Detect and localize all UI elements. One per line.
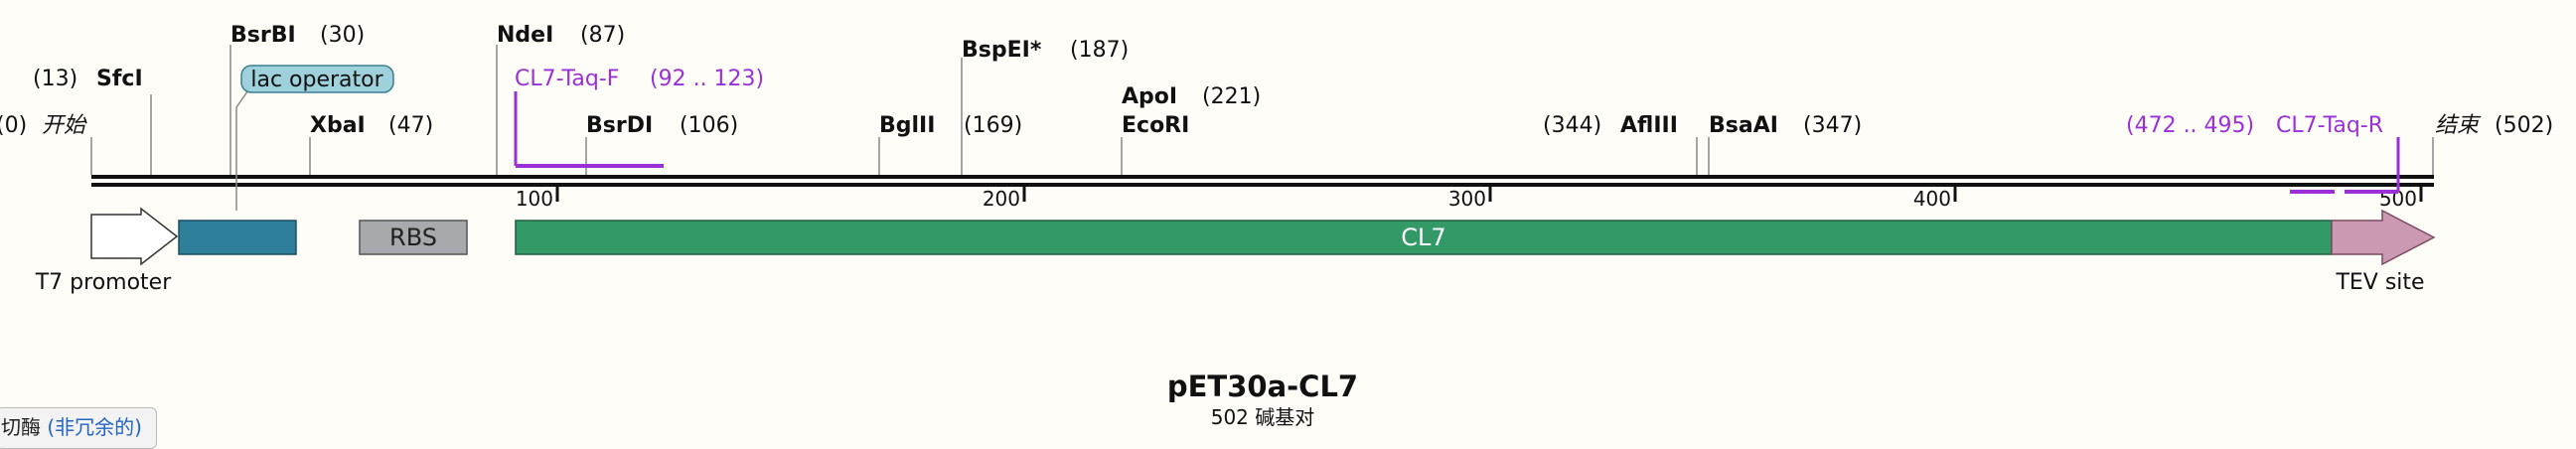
bsrbi-name: BsrBI	[230, 23, 296, 48]
enzyme-filter-tab[interactable]: 切酶 (非冗余的)	[0, 407, 157, 449]
site-xbai[interactable]: XbaI (47)	[310, 113, 433, 138]
tev-site-label: TEV site	[2335, 270, 2424, 295]
feature-rbs[interactable]: RBS	[359, 220, 468, 255]
primer-reverse-range: (472 .. 495)	[2126, 113, 2254, 138]
start-pos: (0)	[0, 113, 27, 138]
xbai-name: XbaI	[310, 113, 366, 138]
ruler-tick-label: 300	[1448, 187, 1486, 211]
dna-backbone	[91, 175, 2434, 187]
ruler-tick-label: 400	[1913, 187, 1951, 211]
site-bspei[interactable]: BspEI* (187)	[962, 38, 1129, 63]
end-pos: (502)	[2495, 113, 2553, 138]
site-bsrdi[interactable]: BsrDI (106)	[586, 113, 738, 138]
bglii-pos: (169)	[964, 113, 1022, 138]
site-afliii[interactable]: (344) AflIII	[1543, 113, 1678, 138]
site-sfci[interactable]: (13) SfcI	[33, 67, 143, 91]
end-label: 结束	[2435, 113, 2482, 138]
sfci-name: SfcI	[96, 67, 143, 91]
primer-forward[interactable]: CL7-Taq-F (92 .. 123)	[514, 67, 764, 168]
cl7-label: CL7	[1401, 224, 1445, 251]
site-bsrbi[interactable]: BsrBI (30)	[230, 23, 365, 48]
start-label: 开始	[42, 113, 87, 138]
ndei-name: NdeI	[497, 23, 553, 48]
plasmid-length: 502 碱基对	[1211, 405, 1315, 429]
ecori-name: EcoRI	[1122, 113, 1189, 138]
lac-operator-label: lac operator	[250, 68, 383, 92]
plasmid-map: 100 200 300 400 500 (0) 开始 结束 (502) (1	[0, 23, 2553, 429]
primer-forward-name: CL7-Taq-F	[515, 67, 619, 91]
ruler: 100 200 300 400 500	[516, 187, 2423, 211]
site-end[interactable]: 结束 (502)	[2435, 113, 2553, 138]
ruler-tick-label: 200	[983, 187, 1020, 211]
bsaai-pos: (347)	[1803, 113, 1862, 138]
bspei-pos: (187)	[1070, 38, 1129, 63]
feature-lac-operator[interactable]	[178, 220, 297, 255]
bglii-name: BglII	[879, 113, 935, 138]
sfci-pos: (13)	[33, 67, 77, 91]
rbs-label: RBS	[389, 224, 437, 251]
apoi-name: ApoI	[1122, 84, 1177, 109]
xbai-pos: (47)	[388, 113, 433, 138]
plasmid-title: pET30a-CL7	[1167, 370, 1358, 403]
site-apoi[interactable]: ApoI (221)	[1122, 84, 1261, 109]
afliii-pos: (344)	[1543, 113, 1601, 138]
feature-cl7[interactable]: CL7	[515, 220, 2333, 255]
svg-text:(0): (0)	[0, 113, 27, 138]
bspei-name: BspEI*	[962, 38, 1042, 63]
site-bglii[interactable]: BglII (169)	[879, 113, 1022, 138]
site-bsaai[interactable]: BsaAI (347)	[1709, 113, 1862, 138]
afliii-name: AflIII	[1620, 113, 1678, 138]
t7-promoter-label: T7 promoter	[35, 270, 172, 295]
apoi-pos: (221)	[1202, 84, 1261, 109]
primer-forward-range: (92 .. 123)	[650, 67, 764, 91]
feature-t7-promoter[interactable]: T7 promoter	[35, 207, 179, 295]
primer-reverse-name: CL7-Taq-R	[2276, 113, 2383, 138]
bsaai-name: BsaAI	[1709, 113, 1778, 138]
site-ecori[interactable]: EcoRI	[1122, 113, 1189, 138]
bsrdi-pos: (106)	[680, 113, 738, 138]
lac-operator-badge[interactable]: lac operator	[240, 65, 394, 93]
ruler-tick-label: 100	[516, 187, 553, 211]
enzyme-tab-label: 切酶	[1, 415, 41, 439]
bsrdi-name: BsrDI	[586, 113, 653, 138]
site-ndei[interactable]: NdeI (87)	[497, 23, 625, 48]
ndei-pos: (87)	[580, 23, 625, 48]
site-connectors	[90, 45, 2434, 211]
primer-reverse[interactable]: (472 .. 495) CL7-Taq-R	[2126, 113, 2400, 194]
site-start[interactable]: (0) 开始	[0, 113, 87, 138]
bsrbi-pos: (30)	[320, 23, 365, 48]
enzyme-tab-link[interactable]: (非冗余的)	[47, 415, 142, 439]
feature-tev-site[interactable]: TEV site	[2331, 209, 2436, 295]
